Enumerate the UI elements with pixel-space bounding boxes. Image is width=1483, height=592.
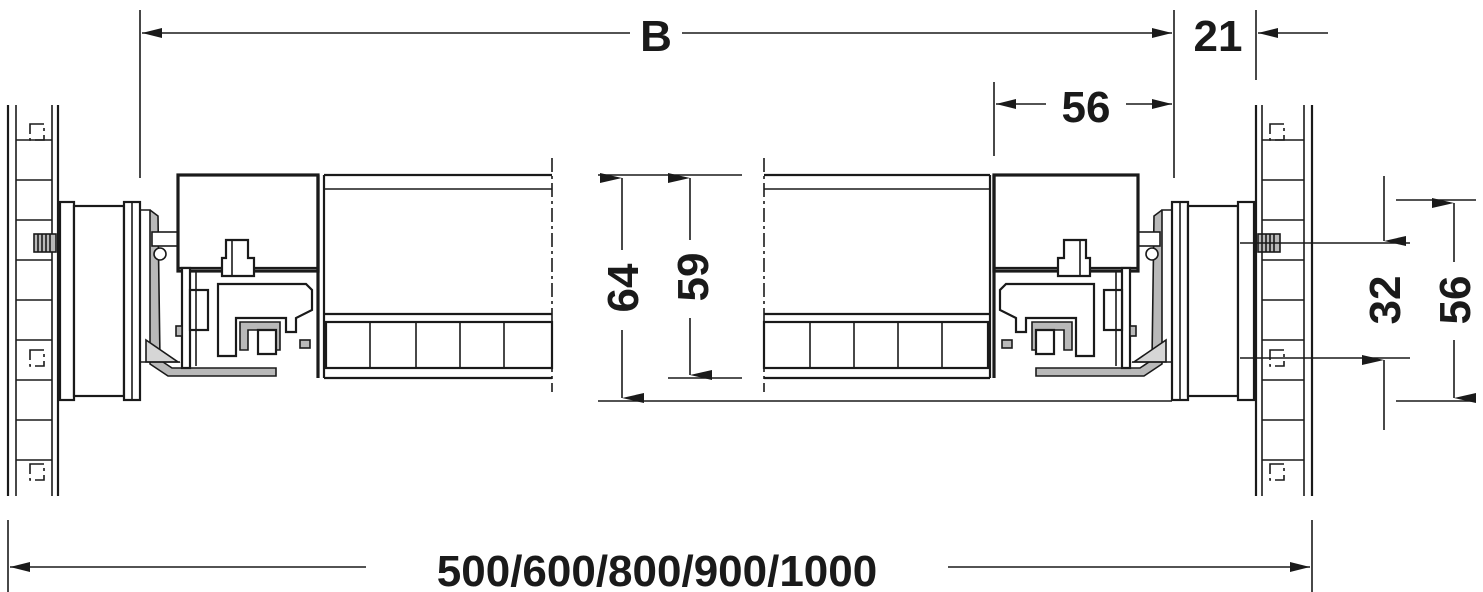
dimension-b-label: B xyxy=(640,12,672,61)
dimension-56-side-label: 56 xyxy=(1431,276,1480,325)
dimension-59: 59 xyxy=(668,173,742,380)
dimension-32-label: 32 xyxy=(1361,276,1410,325)
dimension-59-label: 59 xyxy=(669,253,718,302)
dimension-21-label: 21 xyxy=(1194,12,1243,61)
dimension-32: 32 xyxy=(1240,176,1410,430)
drawer-body-left-section xyxy=(316,158,554,392)
dimension-total-length-label: 500/600/800/900/1000 xyxy=(437,547,877,592)
dimension-b: B xyxy=(139,10,1175,178)
right-runner-assembly xyxy=(992,173,1256,402)
dimension-64-label: 64 xyxy=(599,263,648,312)
drawer-body-right-section xyxy=(762,158,996,392)
dimension-56-top-label: 56 xyxy=(1062,83,1111,132)
dimension-21: 21 xyxy=(1194,10,1328,80)
right-cabinet-panel xyxy=(1254,105,1314,496)
dimension-56-top: 56 xyxy=(993,82,1172,156)
left-cabinet-panel xyxy=(6,105,60,496)
dimension-64: 64 xyxy=(598,173,1172,403)
dimension-total-length: 500/600/800/900/1000 xyxy=(7,520,1313,592)
left-runner-assembly xyxy=(58,173,320,402)
dimension-56-side: 56 xyxy=(1396,198,1480,403)
